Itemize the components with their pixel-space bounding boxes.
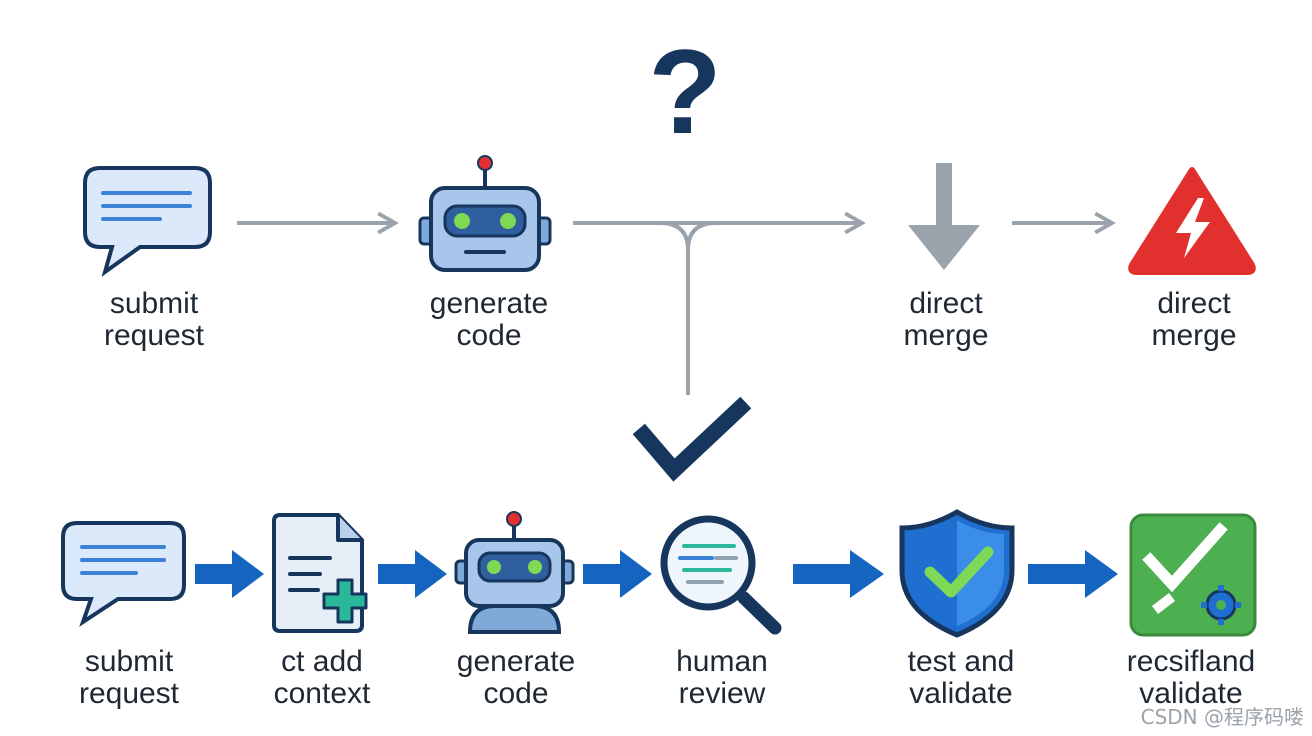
chat-bubble-icon bbox=[83, 166, 212, 277]
question-mark: ? bbox=[648, 25, 721, 159]
shield-check-icon bbox=[899, 509, 1015, 638]
watermark: CSDN @程序码喽 bbox=[1140, 705, 1304, 729]
magnifier-icon bbox=[660, 515, 782, 635]
flow-arrow-blue bbox=[793, 550, 884, 598]
flow-arrow-blue bbox=[378, 550, 447, 598]
down-arrow-icon bbox=[908, 163, 980, 270]
document-plus-icon bbox=[272, 513, 368, 633]
approval-checkmark bbox=[632, 396, 752, 482]
flow-arrow-blue bbox=[195, 550, 264, 598]
robot-icon bbox=[454, 511, 575, 634]
flow-arrow-blue bbox=[583, 550, 652, 598]
flow-arrow-blue bbox=[1028, 550, 1118, 598]
check-gear-icon bbox=[1129, 513, 1257, 637]
chat-bubble-icon bbox=[61, 521, 186, 627]
warning-triangle-icon bbox=[1128, 167, 1256, 275]
branch-down-line bbox=[659, 221, 690, 395]
robot-icon bbox=[418, 155, 552, 272]
